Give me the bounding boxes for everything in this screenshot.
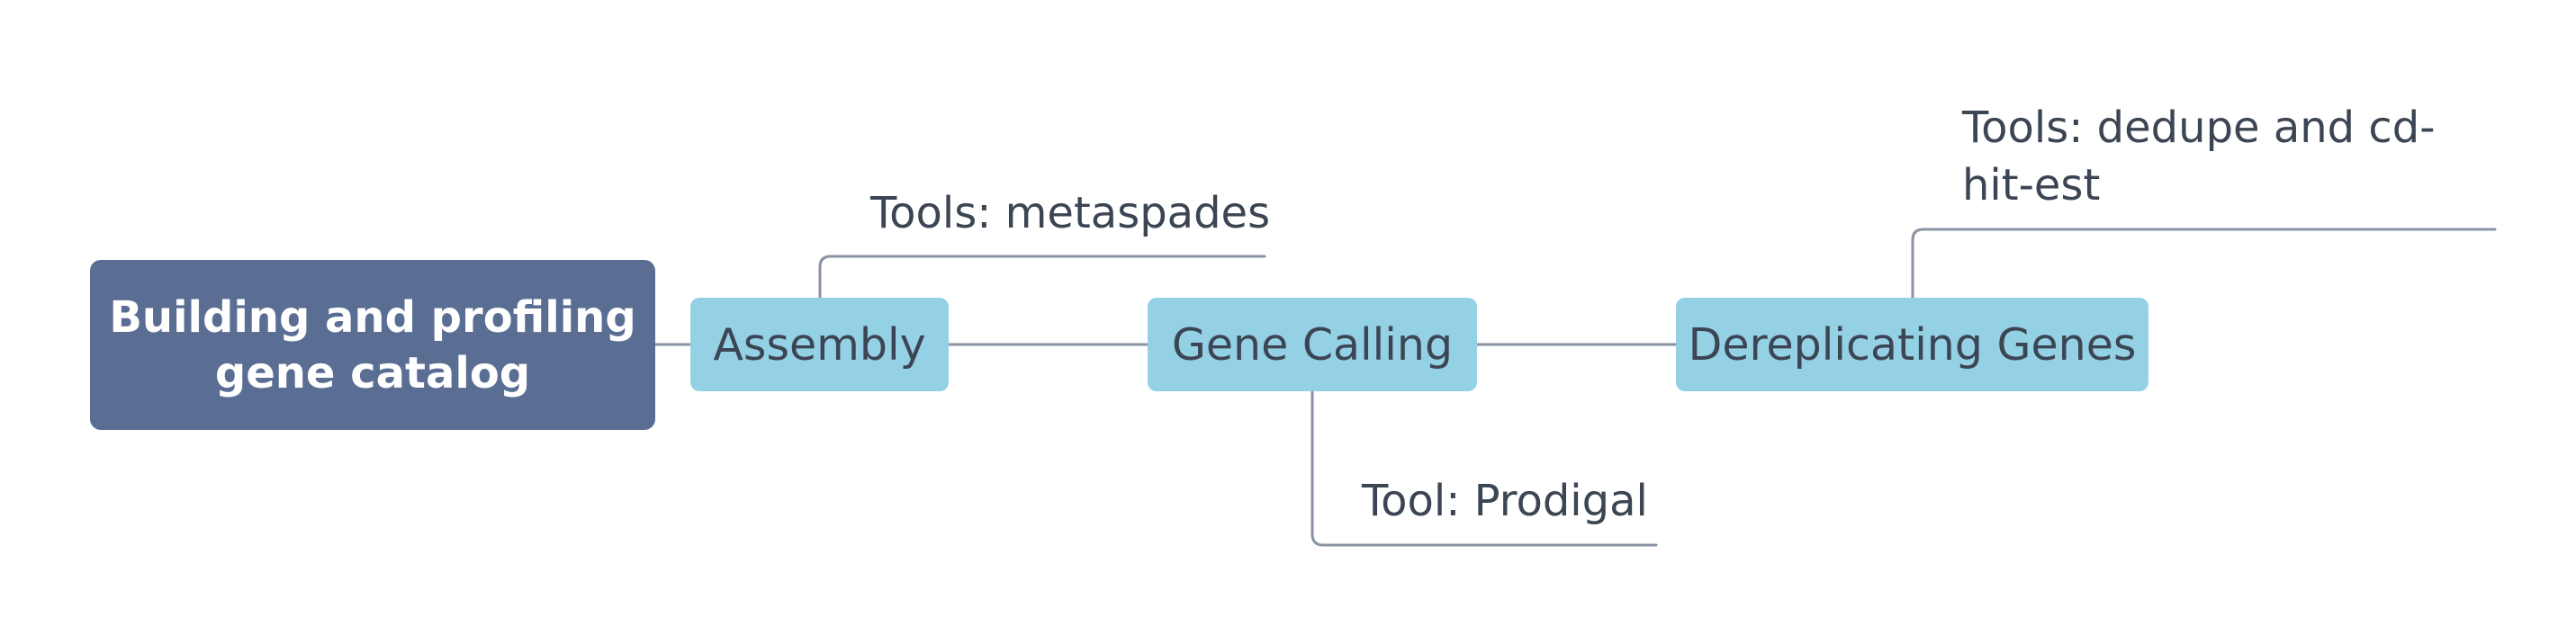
topic-dereplicating-genes[interactable]: Dereplicating Genes: [1676, 298, 2148, 391]
topic-gene-calling[interactable]: Gene Calling: [1148, 298, 1477, 391]
note-dereplicating-tools[interactable]: Tools: dedupe and cd-hit-est: [1962, 103, 2436, 210]
topic-assembly[interactable]: Assembly: [690, 298, 949, 391]
note-assembly-tools[interactable]: Tools: metaspades: [870, 188, 1271, 238]
topic-assembly-label: Assembly: [713, 318, 926, 371]
connector-derep-note: [1911, 228, 2497, 300]
note-gene-calling-tool[interactable]: Tool: Prodigal: [1362, 476, 1648, 526]
topic-gene-calling-label: Gene Calling: [1171, 318, 1454, 371]
connector-assembly-note: [818, 255, 1266, 300]
root-node-label: Building and profiling gene catalog: [109, 291, 636, 398]
topic-dereplicating-genes-label: Dereplicating Genes: [1688, 318, 2137, 371]
root-node[interactable]: Building and profiling gene catalog: [90, 260, 655, 430]
connector-genecalling-note: [1311, 389, 1658, 547]
